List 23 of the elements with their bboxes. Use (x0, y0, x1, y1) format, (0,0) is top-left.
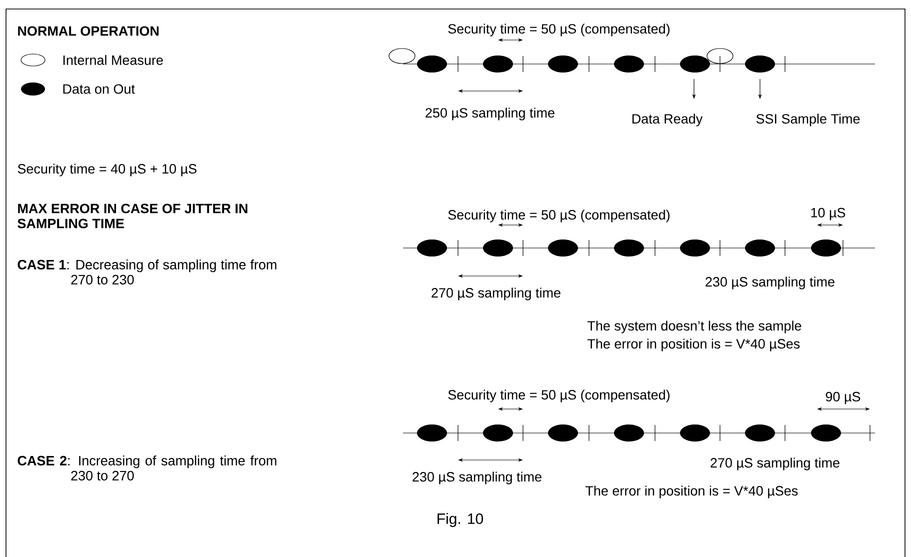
timing-label: 270 µS sampling time (710, 458, 840, 470)
timing-label: 250 µS sampling time (426, 108, 554, 120)
case-description: CASE 1: Decreasing of sampling time from 270 to 230 (18, 260, 276, 284)
timing-label: 90 µS (826, 392, 860, 404)
timing-label: 230 µS sampling time (412, 472, 542, 484)
case-description: CASE 2: Increasing of sampling time from 230 to 270 (18, 456, 276, 480)
timing-label: Security time = 50 µS (compensated) (448, 24, 670, 36)
legend-label: Data on Out (63, 84, 135, 94)
timing-label: Data Ready (632, 114, 703, 126)
note-text: The system doesn’t less the sample (588, 320, 802, 334)
legend-label: Internal Measure (63, 55, 163, 65)
figure-caption: Fig. 10 (438, 513, 484, 527)
note-text: The error in position is = V*40 µSes (588, 338, 800, 352)
section-heading: NORMAL OPERATION (18, 26, 159, 36)
timing-label: 230 µS sampling time (706, 276, 834, 290)
timing-label: 270 µS sampling time (432, 288, 560, 300)
timing-label: Security time = 50 µS (compensated) (448, 210, 670, 222)
note-text: Security time = 40 µS + 10 µS (18, 164, 196, 176)
timing-label: Security time = 50 µS (compensated) (448, 390, 670, 402)
timing-label: SSI Sample Time (756, 114, 860, 126)
section-heading: MAX ERROR IN CASE OF JITTER IN SAMPLING TIME (18, 204, 248, 228)
timing-label: 10 µS (811, 208, 846, 220)
note-text: The error in position is = V*40 µSes (586, 486, 798, 498)
